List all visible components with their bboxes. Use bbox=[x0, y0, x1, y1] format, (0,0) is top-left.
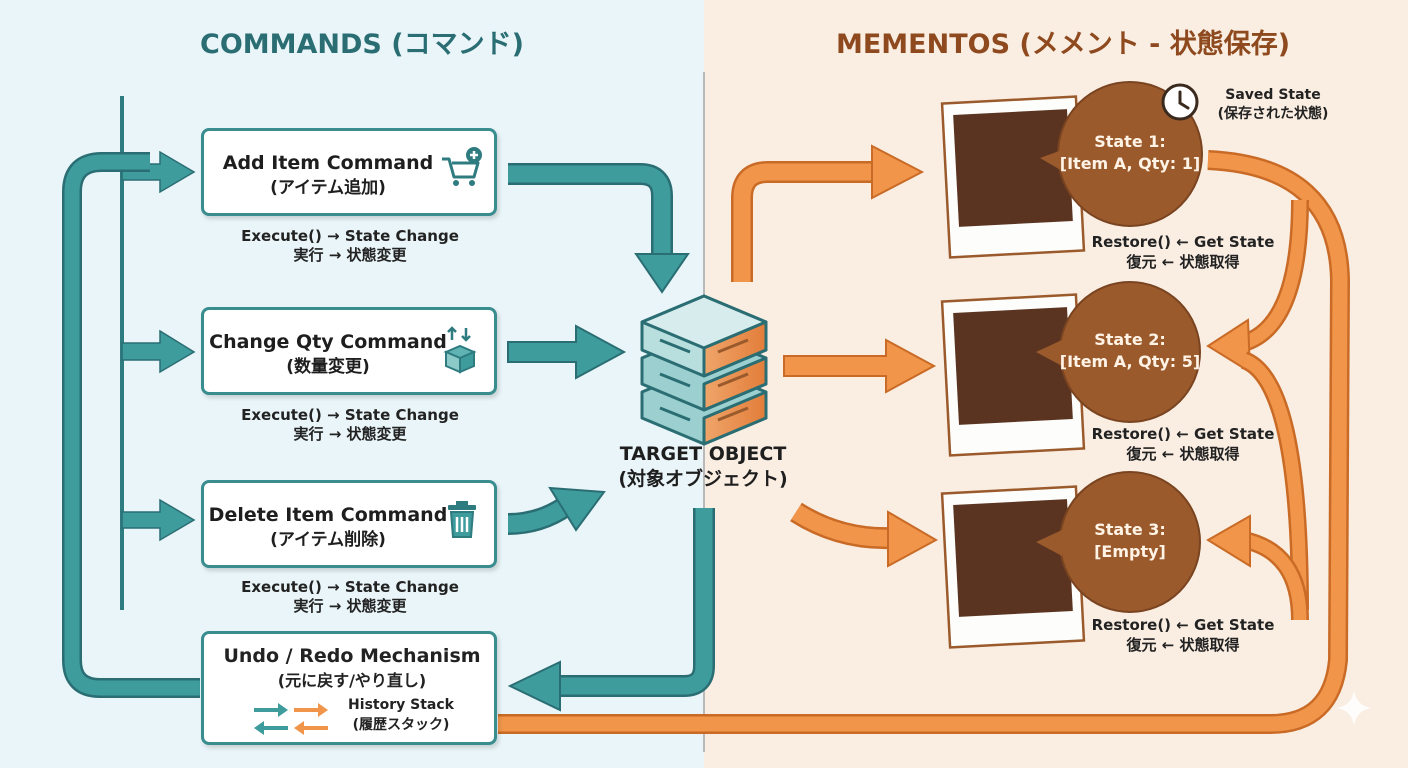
add-item-command-box[interactable]: Add Item Command (アイテム追加) bbox=[201, 128, 497, 216]
bus-arrow bbox=[121, 329, 196, 374]
command-note-jp: 実行 → 状態変更 bbox=[293, 597, 407, 615]
undo-sub: (元に戻す/やり直し) bbox=[277, 671, 427, 690]
restore-text: Restore() ← Get State bbox=[1091, 233, 1275, 251]
memento-photo-2 bbox=[940, 293, 1086, 457]
cart-plus-icon bbox=[440, 147, 484, 187]
target-to-state3-arrow-fill bbox=[791, 504, 893, 547]
restore-to-state1-branch-fill bbox=[1238, 199, 1307, 351]
history-arrows-icon bbox=[254, 703, 328, 735]
undo-redo-box[interactable]: Undo / Redo Mechanism (元に戻す/やり直し) Histor… bbox=[201, 631, 497, 745]
bus-arrow bbox=[121, 150, 196, 194]
target-to-state1-arrowhead bbox=[871, 144, 925, 200]
target-to-state1-arrow-fill bbox=[733, 163, 874, 282]
restore-label-2: Restore() ← Get State 復元 ← 状態取得 bbox=[1088, 424, 1278, 464]
add-to-target-arrow bbox=[508, 163, 673, 256]
target-object-label: TARGET OBJECT (対象オブジェクト) bbox=[598, 442, 808, 492]
state-2-text: State 2: [Item A, Qty: 5] bbox=[1052, 329, 1208, 373]
target-title: TARGET OBJECT bbox=[619, 443, 787, 465]
restore-label-1: Restore() ← Get State 復元 ← 状態取得 bbox=[1088, 232, 1278, 272]
target-sub: (対象オブジェクト) bbox=[618, 468, 788, 490]
clock-icon bbox=[1161, 83, 1199, 121]
command-label: Add Item Command bbox=[222, 152, 434, 174]
restore-to-state3-branch-fill bbox=[1242, 533, 1307, 621]
delete-to-target-arrowhead bbox=[548, 486, 606, 532]
target-to-state2-arrow bbox=[783, 338, 937, 394]
state-value: [Empty] bbox=[1094, 542, 1166, 561]
command-label: Change Qty Command bbox=[209, 331, 447, 353]
target-to-undo-arrow-fill bbox=[556, 508, 713, 695]
change-to-target-arrow bbox=[507, 324, 627, 380]
state-line: State 2: bbox=[1094, 330, 1166, 349]
restore-text-jp: 復元 ← 状態取得 bbox=[1126, 636, 1240, 654]
target-to-state3-arrowhead bbox=[887, 510, 939, 568]
memento-photo-1 bbox=[940, 95, 1086, 259]
mementos-title: MEMENTOS (メメント - 状態保存) bbox=[836, 29, 1291, 60]
sparkle-icon bbox=[1336, 690, 1372, 726]
undo-title: Undo / Redo Mechanism bbox=[223, 645, 481, 667]
target-to-state1-arrow bbox=[731, 161, 874, 282]
delete-to-target-arrow-fill bbox=[507, 498, 571, 533]
memento-photo-3 bbox=[940, 485, 1086, 649]
restore-text: Restore() ← Get State bbox=[1091, 616, 1275, 634]
command-note: Execute() → State Change bbox=[241, 227, 459, 245]
box-swap-icon bbox=[440, 326, 484, 374]
target-object-icon bbox=[640, 294, 768, 446]
command-sub: (アイテム削除) bbox=[270, 530, 386, 550]
state-line: State 1: bbox=[1094, 132, 1166, 151]
restore-label-3: Restore() ← Get State 復元 ← 状態取得 bbox=[1088, 615, 1278, 655]
saved-state-label: Saved State (保存された状態) bbox=[1198, 86, 1348, 124]
restore-loop-arrow-fill bbox=[498, 152, 1348, 732]
state-value: [Item A, Qty: 5] bbox=[1059, 352, 1201, 371]
target-to-undo-arrow bbox=[556, 508, 715, 697]
command-note: Execute() → State Change bbox=[241, 578, 459, 596]
command-label: Delete Item Command bbox=[208, 504, 448, 526]
undo-loop-arrow-fill bbox=[64, 154, 200, 696]
restore-to-state3-arrowhead bbox=[1206, 514, 1251, 568]
state-bubble-1 bbox=[1040, 81, 1203, 227]
state-3-text: State 3: [Empty] bbox=[1052, 519, 1208, 563]
state-bubble-2 bbox=[1036, 281, 1201, 423]
command-note: Execute() → State Change bbox=[241, 406, 459, 424]
command-sub: (アイテム追加) bbox=[270, 178, 386, 198]
restore-text-jp: 復元 ← 状態取得 bbox=[1126, 253, 1240, 271]
saved-state-title: Saved State bbox=[1225, 87, 1321, 103]
restore-text: Restore() ← Get State bbox=[1091, 425, 1275, 443]
state-bubble-3 bbox=[1036, 471, 1201, 613]
add-to-target-arrow-fill bbox=[508, 165, 671, 256]
restore-to-state2-branch-fill bbox=[1241, 353, 1307, 611]
target-to-undo-arrowhead bbox=[507, 660, 561, 712]
command-sub: (数量変更) bbox=[286, 357, 370, 377]
restore-to-state2-arrowhead bbox=[1206, 318, 1252, 374]
state-line: State 3: bbox=[1094, 520, 1166, 539]
saved-state-sub: (保存された状態) bbox=[1217, 106, 1329, 122]
command-note-jp: 実行 → 状態変更 bbox=[293, 425, 407, 443]
bus-arrow bbox=[121, 498, 196, 542]
delete-item-command-box[interactable]: Delete Item Command (アイテム削除) bbox=[201, 480, 497, 568]
add-to-target-arrowhead bbox=[634, 253, 690, 294]
state-1-text: State 1: [Item A, Qty: 1] bbox=[1052, 131, 1208, 175]
undo-loop-arrow bbox=[62, 152, 200, 698]
commands-title: COMMANDS (コマンド) bbox=[200, 29, 524, 60]
state-value: [Item A, Qty: 1] bbox=[1059, 154, 1201, 173]
history-stack-label: History Stack bbox=[348, 697, 454, 713]
restore-text-jp: 復元 ← 状態取得 bbox=[1126, 445, 1240, 463]
change-qty-command-box[interactable]: Change Qty Command (数量変更) bbox=[201, 307, 497, 395]
trash-icon bbox=[440, 499, 484, 539]
history-stack-label-jp: (履歴スタック) bbox=[352, 717, 450, 733]
command-note-jp: 実行 → 状態変更 bbox=[293, 246, 407, 264]
